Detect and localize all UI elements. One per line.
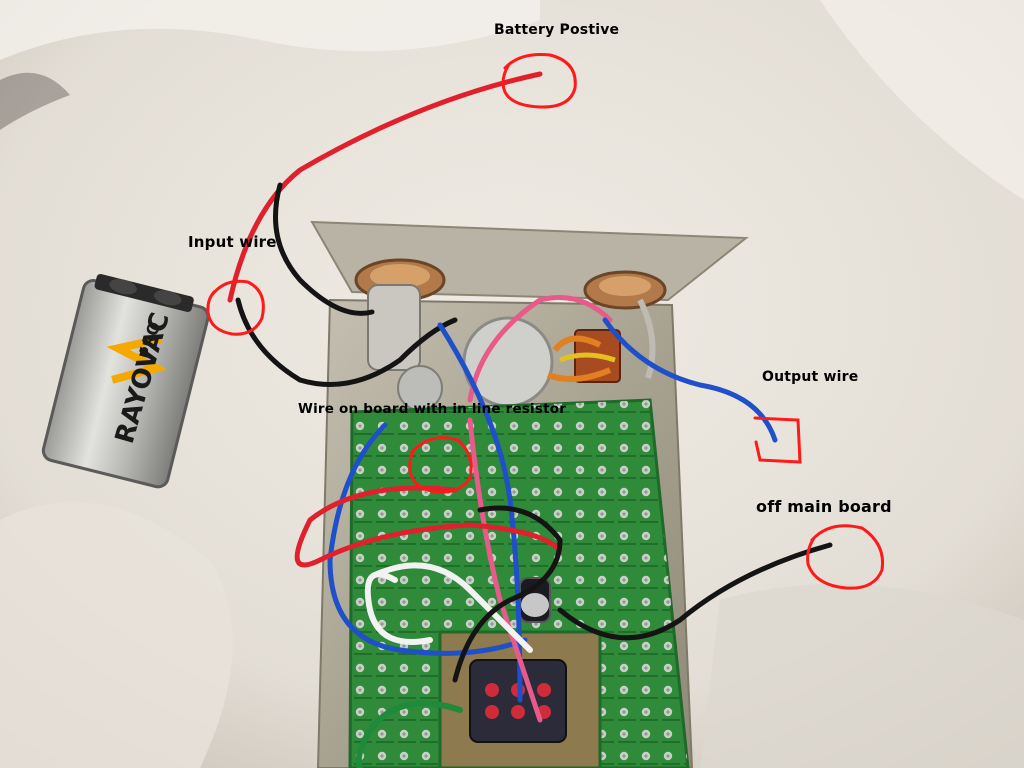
orange-wires [546,367,612,382]
white-wire [364,562,533,653]
input-jack [354,258,446,371]
black-wire-battery [273,182,375,316]
label-input-wire: Input wire [188,233,277,251]
label-battery-positive: Battery Postive [494,22,620,38]
battery-9v [41,273,210,489]
label-output-wire: Output wire [762,369,859,385]
black-board-wire [452,505,563,683]
blue-output-wire [602,317,778,443]
circle-battery-positive [501,53,577,109]
red-loop-wire [294,485,563,568]
wires [227,71,833,768]
blue-board-wire [437,322,523,703]
pink-wire [467,295,613,403]
annotation-circles [206,53,885,590]
circle-input-wire [206,279,265,336]
towel-fold [820,0,1024,200]
yellow-wire [559,352,616,363]
black-input-wire [235,297,458,387]
green-wire [355,700,463,768]
towel-fold [0,502,233,768]
label-board-wire: Wire on board with in line resistor [298,401,567,417]
circle-output-wire [753,416,802,464]
circle-board-wire [408,436,473,494]
orange-wires [552,335,602,352]
towel-shadow [0,72,70,130]
output-jack [583,270,667,379]
black-main-board-wire [557,542,833,641]
towel-shadow [700,584,1024,768]
circle-off-main-board [806,524,885,590]
towel-fold [0,0,540,60]
red-battery-wire [227,71,543,303]
label-off-main-board: off main board [756,497,892,516]
red-board-wire [467,417,543,723]
capacitor-top [521,593,549,617]
